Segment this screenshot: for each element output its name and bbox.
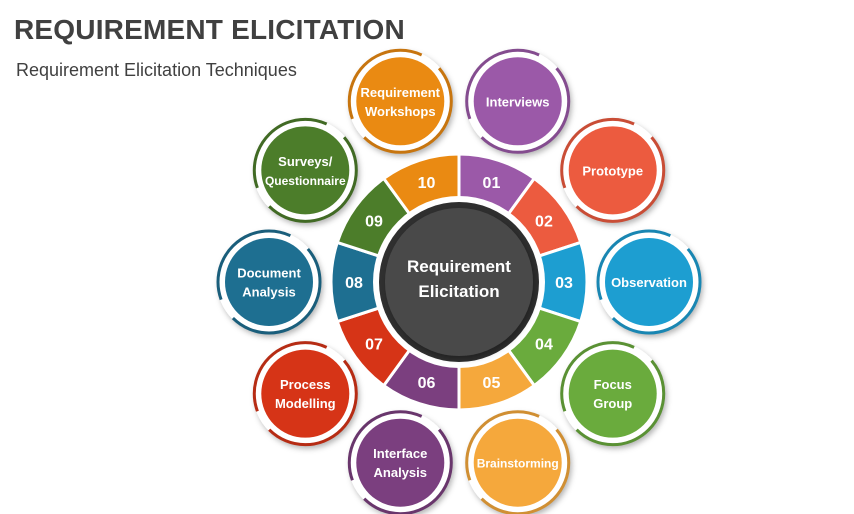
satellite-label-10: Workshops [365, 104, 436, 119]
satellite-label-06: Interface [373, 446, 427, 461]
satellite-label-06: Analysis [374, 465, 427, 480]
satellite-circle-08 [225, 238, 313, 326]
satellite-circle-04 [568, 349, 657, 438]
satellite-circle-06 [356, 418, 445, 507]
satellite-outline-07 [252, 341, 358, 447]
segment-number-02: 02 [535, 213, 553, 230]
satellite-label-08: Analysis [242, 285, 295, 300]
satellite-label-02: Prototype [582, 163, 643, 178]
satellite-label-04: Focus [594, 377, 632, 392]
satellite-label-10: Requirement [361, 85, 441, 100]
satellite-circle-10 [356, 57, 445, 146]
segment-number-05: 05 [483, 375, 501, 392]
satellite-outline-09 [252, 117, 358, 223]
segment-number-01: 01 [483, 175, 501, 192]
satellite-label-05: Brainstorming [477, 457, 559, 471]
satellite-outline-04 [560, 341, 666, 447]
satellite-circle-07 [261, 349, 350, 438]
page-subtitle: Requirement Elicitation Techniques [16, 60, 297, 80]
center-circle [385, 208, 533, 356]
segment-number-06: 06 [418, 375, 436, 392]
satellite-circle-01 [473, 57, 562, 146]
satellite-circle-03 [605, 238, 693, 326]
satellite-circle-05 [473, 418, 562, 507]
satellite-label-08: Document [237, 266, 301, 281]
segment-number-10: 10 [418, 175, 436, 192]
satellite-outline-02 [560, 117, 666, 223]
segment-number-09: 09 [365, 213, 383, 230]
center-label-line: Elicitation [418, 282, 499, 301]
segment-number-03: 03 [555, 275, 573, 292]
satellite-label-03: Observation [611, 275, 687, 290]
segment-number-07: 07 [365, 337, 383, 354]
satellite-label-01: Interviews [486, 94, 550, 109]
satellite-outline-01 [465, 48, 571, 154]
satellite-label-07: Modelling [275, 396, 336, 411]
satellite-outline-03 [596, 229, 702, 335]
satellite-label-04: Group [593, 396, 632, 411]
satellite-circle-09 [261, 126, 350, 215]
page-title: REQUIREMENT ELICITATION [14, 14, 405, 45]
satellite-label-09: Surveys/ [278, 154, 333, 169]
segment-number-04: 04 [535, 337, 553, 354]
center-label-line: Requirement [407, 257, 511, 276]
satellite-outline-08 [216, 229, 322, 335]
satellite-circle-02 [568, 126, 657, 215]
segment-number-08: 08 [345, 275, 363, 292]
satellite-label-09: Questionnaire [265, 174, 346, 188]
satellite-outline-10 [347, 48, 453, 154]
satellite-label-07: Process [280, 377, 331, 392]
